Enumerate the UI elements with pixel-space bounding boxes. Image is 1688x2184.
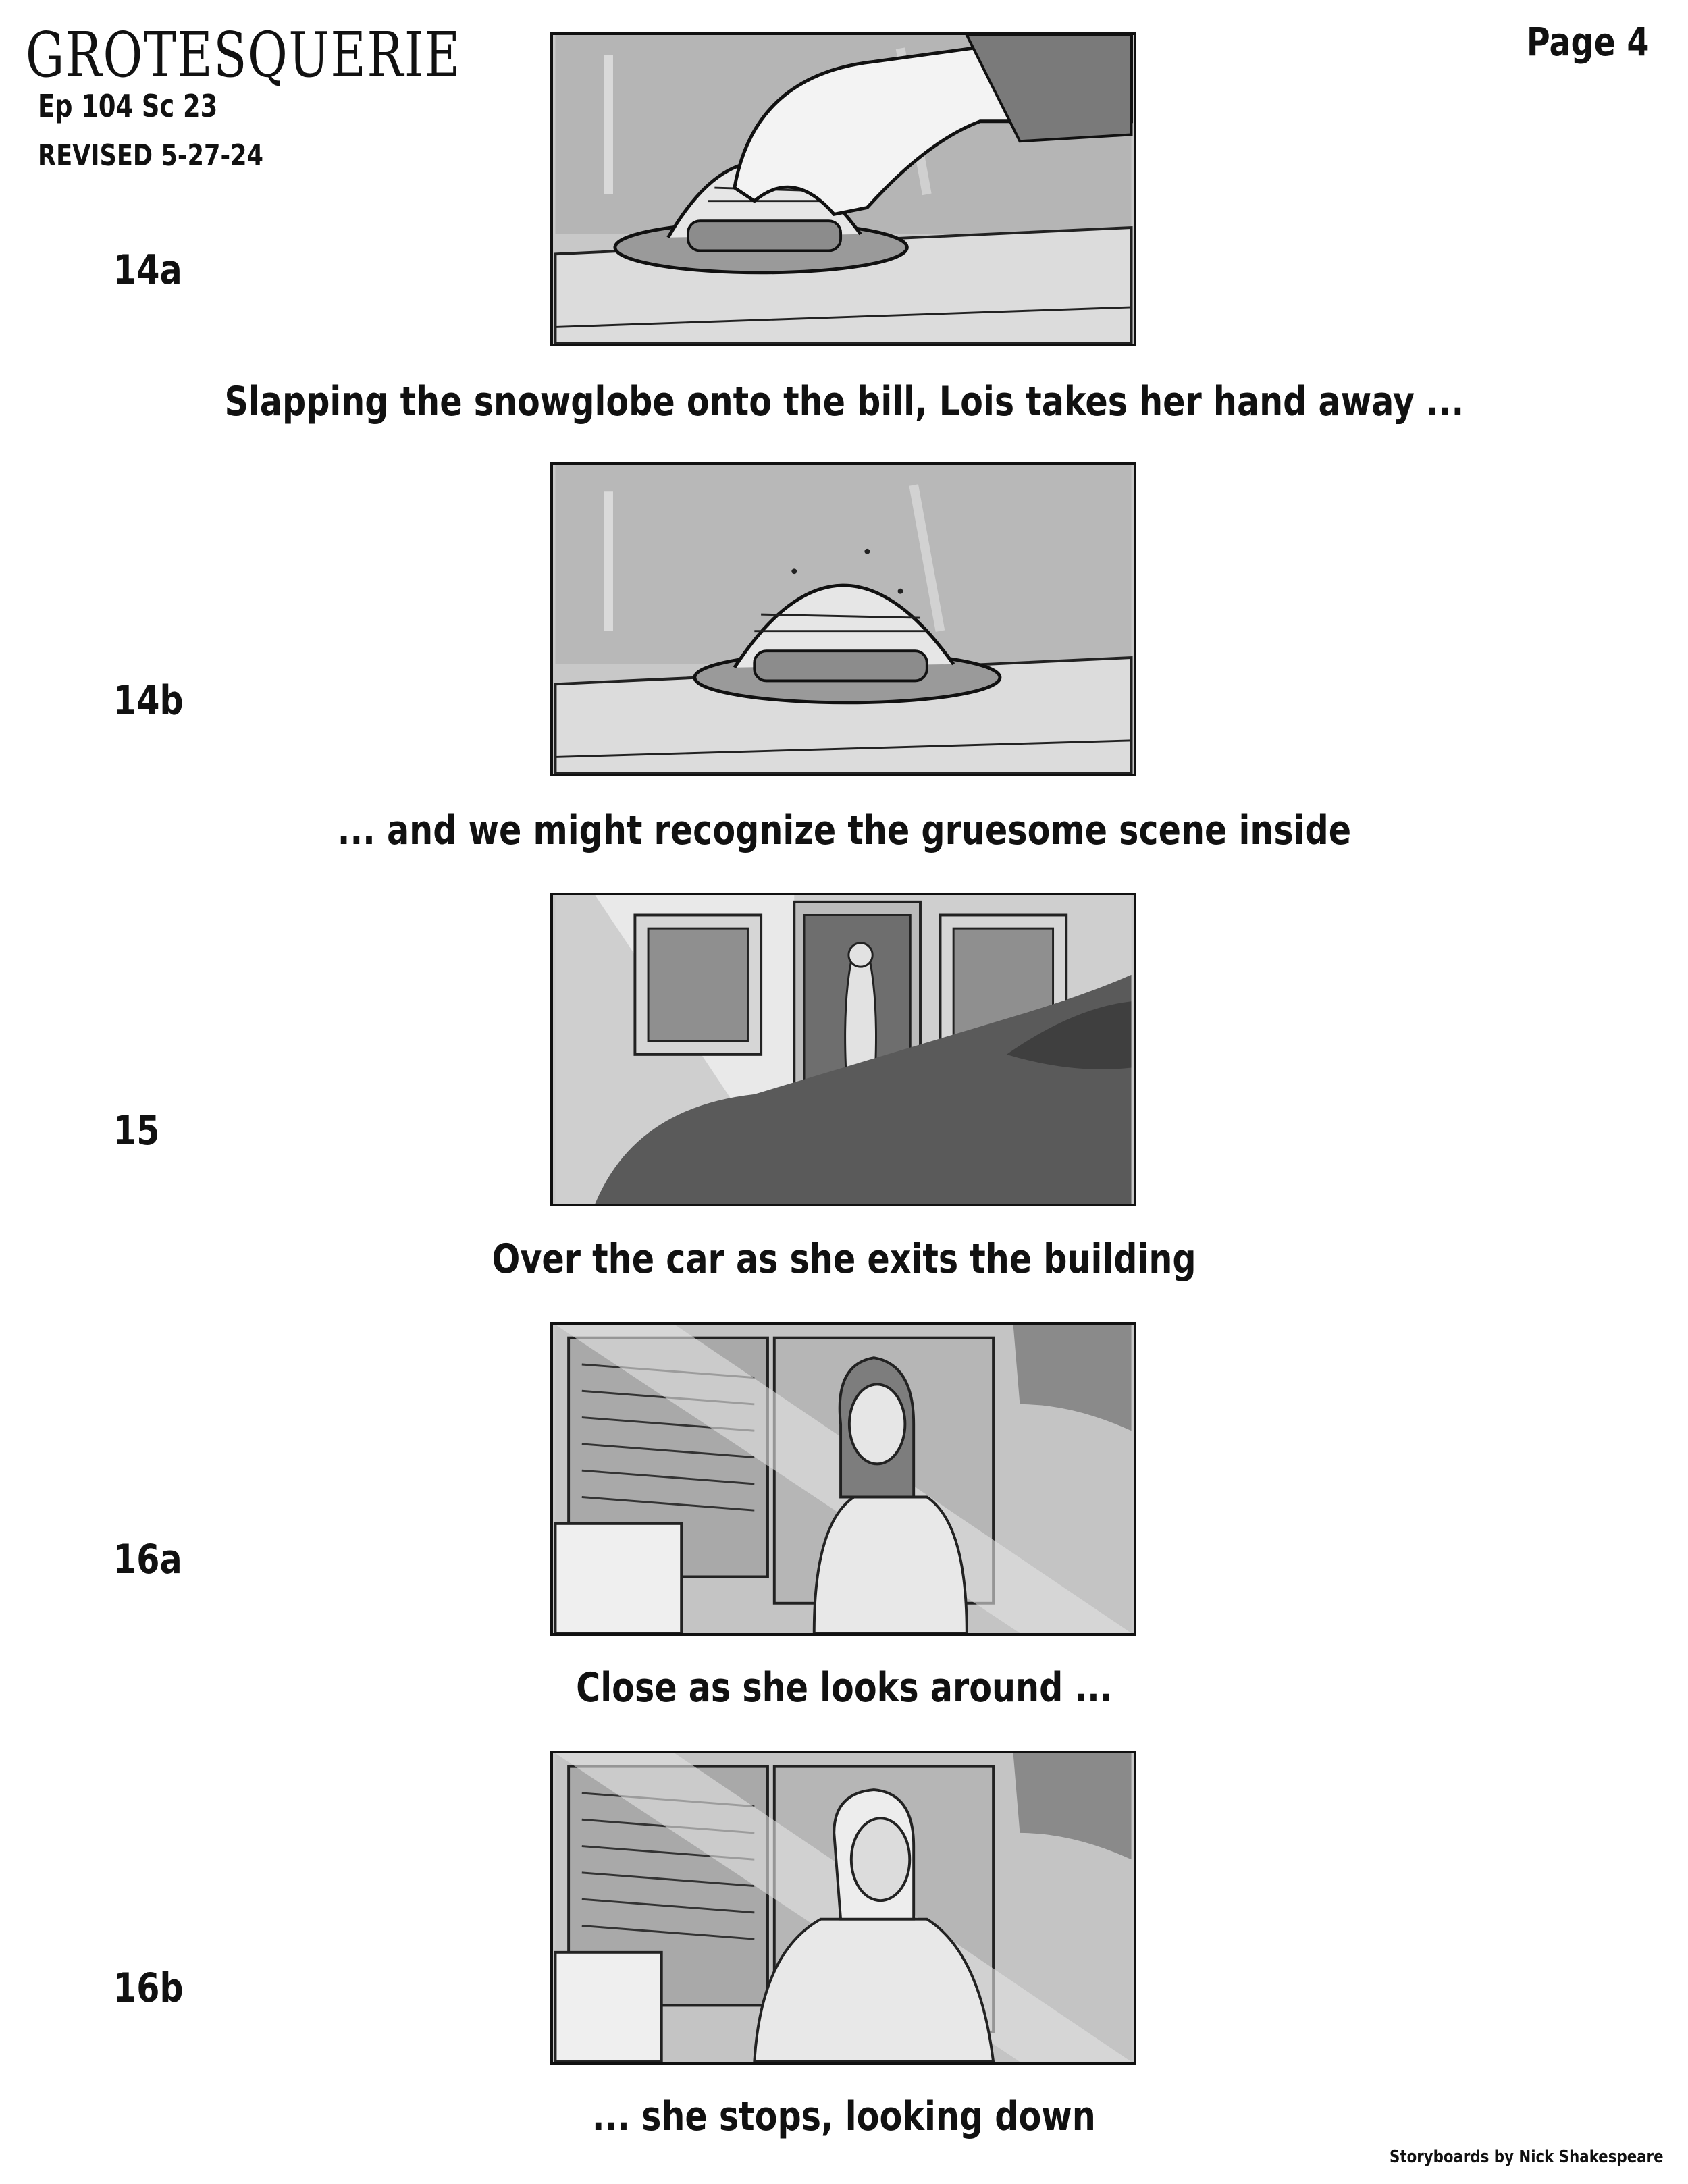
- document-title: GROTESQUERIE: [26, 19, 461, 91]
- caption-15: Over the car as she exits the building: [492, 1235, 1196, 1283]
- shot-number-16a: 16a: [113, 1536, 182, 1583]
- storyboard-panel-14a: [550, 32, 1136, 346]
- woman-looking-down-sketch: [554, 1753, 1132, 2062]
- car-building-exit-sketch: [555, 895, 1132, 1204]
- storyboard-panel-14b: [550, 462, 1136, 776]
- storyboard-panel-16a: [550, 1322, 1136, 1636]
- storyboard-credit: Storyboards by Nick Shakespeare: [1390, 2147, 1664, 2167]
- snowglobe-closeup-sketch: [554, 465, 1133, 774]
- revision-date: REVISED 5-27-24: [38, 138, 264, 173]
- woman-looking-around-sketch: [554, 1325, 1132, 1633]
- caption-16b: ... she stops, looking down: [592, 2093, 1096, 2140]
- shot-number-14b: 14b: [113, 677, 184, 724]
- shot-number-16b: 16b: [113, 1965, 184, 2012]
- shot-number-15: 15: [113, 1107, 160, 1154]
- caption-16a: Close as she looks around ...: [575, 1664, 1113, 1711]
- episode-scene-label: Ep 104 Sc 23: [38, 88, 218, 124]
- snowglobe-hand-sketch: [554, 35, 1133, 344]
- caption-14b: ... and we might recognize the gruesome …: [337, 807, 1351, 854]
- storyboard-panel-15: [550, 893, 1136, 1206]
- storyboard-panel-16b: [550, 1751, 1136, 2065]
- shot-number-14a: 14a: [113, 246, 182, 294]
- caption-14a: Slapping the snowglobe onto the bill, Lo…: [224, 378, 1464, 425]
- page-number: Page 4: [1526, 19, 1649, 65]
